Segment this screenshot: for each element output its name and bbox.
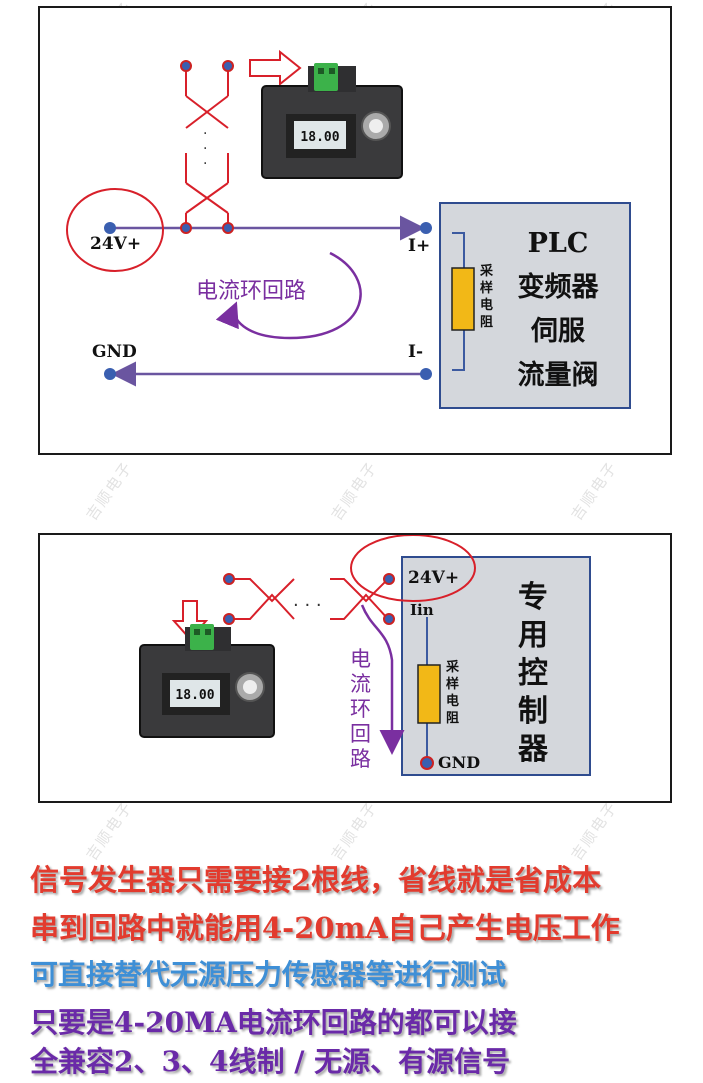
caption-line-1: 信号发生器只需要接2根线，省线就是省成本 [30,863,602,897]
current-loop-label: 电流环回路 [196,279,307,304]
pin-label-i-minus: I- [408,342,424,362]
caption-line-4: 只要是4-20MA电流环回路的都可以接 [30,1006,517,1039]
wiring-diagram-plc: · · · 18.00 24V+ GND I+ I- [38,6,672,455]
watermark: 吉顺电子 [82,457,137,524]
watermark: 吉顺电子 [567,457,622,524]
svg-text:·: · [203,141,207,157]
pin-label-i-plus: I+ [408,236,431,256]
current-loop-label: 电 流 环 回 路 [350,647,371,771]
lcd-display-value: 18.00 [300,130,339,145]
watermark: 吉顺电子 [327,797,382,864]
watermark: 吉顺电子 [567,797,622,864]
pin-label-24v: 24V+ [408,568,460,588]
caption-line-2: 串到回路中就能用4-20mA自己产生电压工作 [30,911,620,945]
lcd-display-value: 18.00 [175,688,214,703]
signal-generator-module [261,63,403,179]
svg-text:·: · [203,126,207,142]
wiring-diagram-plc-graphics: · · · 18.00 [66,49,631,409]
device-label-controller: 专 用 控 制 器 [518,580,548,767]
pin-label-gnd: GND [438,753,481,772]
caption-line-5: 全兼容2、3、4线制 / 无源、有源信号 [30,1045,511,1078]
pin-label-gnd: GND [92,342,137,362]
caption-line-3: 可直接替代无源压力传感器等进行测试 [30,958,507,991]
svg-text:· · ·: · · · [293,595,322,616]
wiring-diagram-controller: · · · 18.00 24V+ Iin GND 电 流 环 [38,533,672,803]
device-label-plc: PLC 变频器 伺服 流量阀 [517,228,599,391]
signal-generator-module [139,624,275,738]
watermark: 吉顺电子 [82,797,137,864]
sampling-resistor-label: 采 样 电 阻 [480,264,494,330]
wiring-diagram-controller-graphics: · · · 18.00 [139,535,591,776]
sampling-resistor-label: 采 样 电 阻 [446,660,460,726]
svg-text:·: · [203,156,207,172]
pin-label-iin: Iin [410,601,434,619]
watermark: 吉顺电子 [327,457,382,524]
pin-label-24v: 24V+ [90,234,142,254]
